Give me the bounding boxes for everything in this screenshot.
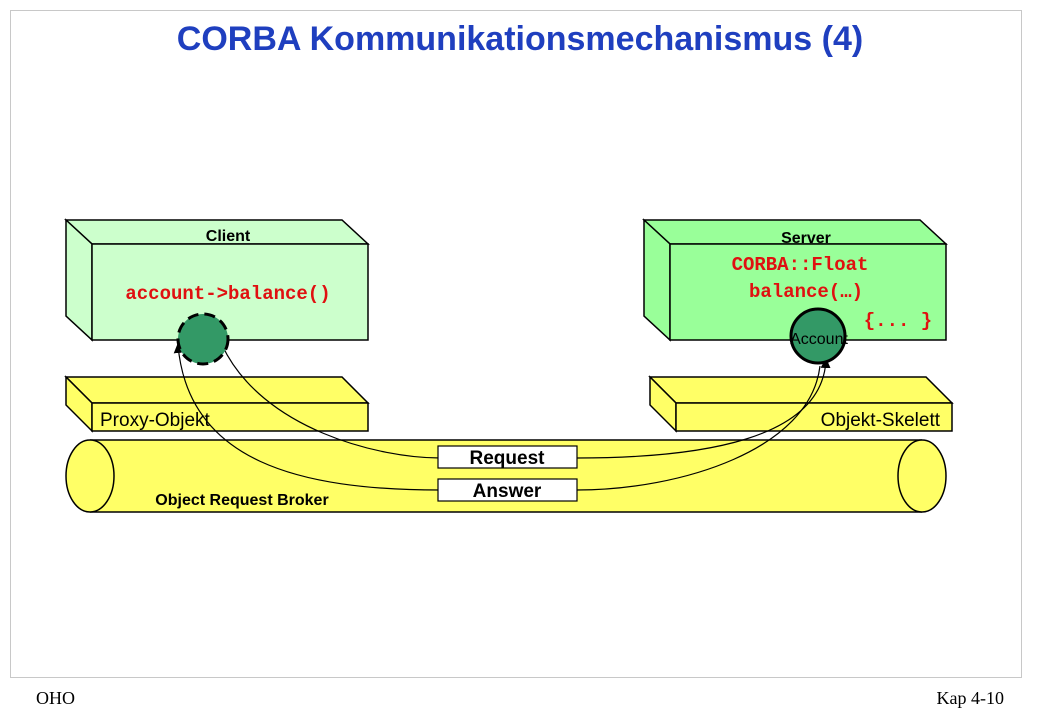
object-skeleton-slab: Objekt-Skelett: [648, 375, 954, 433]
request-label: Request: [470, 448, 546, 469]
answer-label: Answer: [473, 481, 542, 502]
proxy-object-icon: [176, 312, 230, 366]
account-object-icon: [789, 307, 847, 365]
footer-left: OHO: [36, 688, 75, 708]
slide-frame: [10, 10, 1022, 678]
request-box: Request: [437, 445, 578, 469]
orb-label: Object Request Broker: [155, 492, 328, 509]
account-label: Account: [790, 331, 848, 348]
client-label: Client: [206, 228, 251, 245]
proxy-object-label: Proxy-Objekt: [100, 410, 211, 431]
footer-right: Kap 4-10: [936, 688, 1004, 708]
page-title: CORBA Kommunikationsmechanismus (4): [176, 20, 864, 58]
answer-box: Answer: [437, 478, 578, 502]
server-code-line1: CORBA::Float: [732, 254, 869, 276]
server-code-line3: {... }: [864, 310, 932, 332]
client-box: Client account->balance(): [64, 218, 370, 342]
object-skeleton-label: Objekt-Skelett: [821, 410, 941, 431]
client-code: account->balance(): [125, 283, 330, 305]
proxy-object-slab: Proxy-Objekt: [64, 375, 370, 433]
server-code-line2: balance(…): [749, 281, 863, 303]
server-label: Server: [781, 230, 831, 247]
